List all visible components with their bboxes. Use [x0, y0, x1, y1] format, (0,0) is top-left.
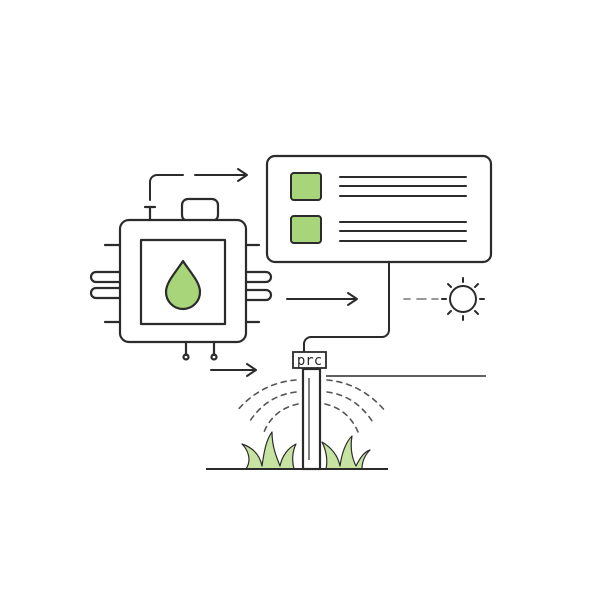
chip-to-panel-arrow: [149, 168, 248, 201]
panel-checkbox-1: [290, 172, 322, 201]
sprinkler-icon: [301, 367, 322, 471]
panel-checkbox-2: [290, 215, 322, 244]
panel-row-2-lines: [339, 221, 467, 242]
panel-row-1: [290, 172, 467, 201]
chip-top-connector: [180, 197, 220, 223]
grass-right: [321, 435, 371, 470]
panel-row-1-lines: [339, 176, 467, 197]
sprinkler-label: prc: [297, 353, 322, 369]
chip-right-pins: [244, 243, 273, 324]
sprinkler-head: prc: [292, 351, 327, 369]
panel-to-sprinkler-line: [303, 261, 390, 353]
grass-left: [241, 431, 297, 470]
water-spray: [235, 379, 387, 433]
water-drop-icon: [164, 259, 202, 311]
panel-row-2: [290, 215, 467, 244]
sprinkler-stem: [301, 367, 322, 471]
checklist-panel-icon: [265, 154, 493, 264]
chip-to-valve-arrow: [286, 292, 358, 306]
sun-icon: [441, 277, 485, 321]
panel-frame: [265, 154, 493, 264]
grass-icon: [241, 431, 371, 470]
chip-bottom-pins: [182, 340, 218, 361]
chip-left-pins: [89, 243, 122, 324]
sprinkler-input-arrow: [210, 363, 257, 377]
